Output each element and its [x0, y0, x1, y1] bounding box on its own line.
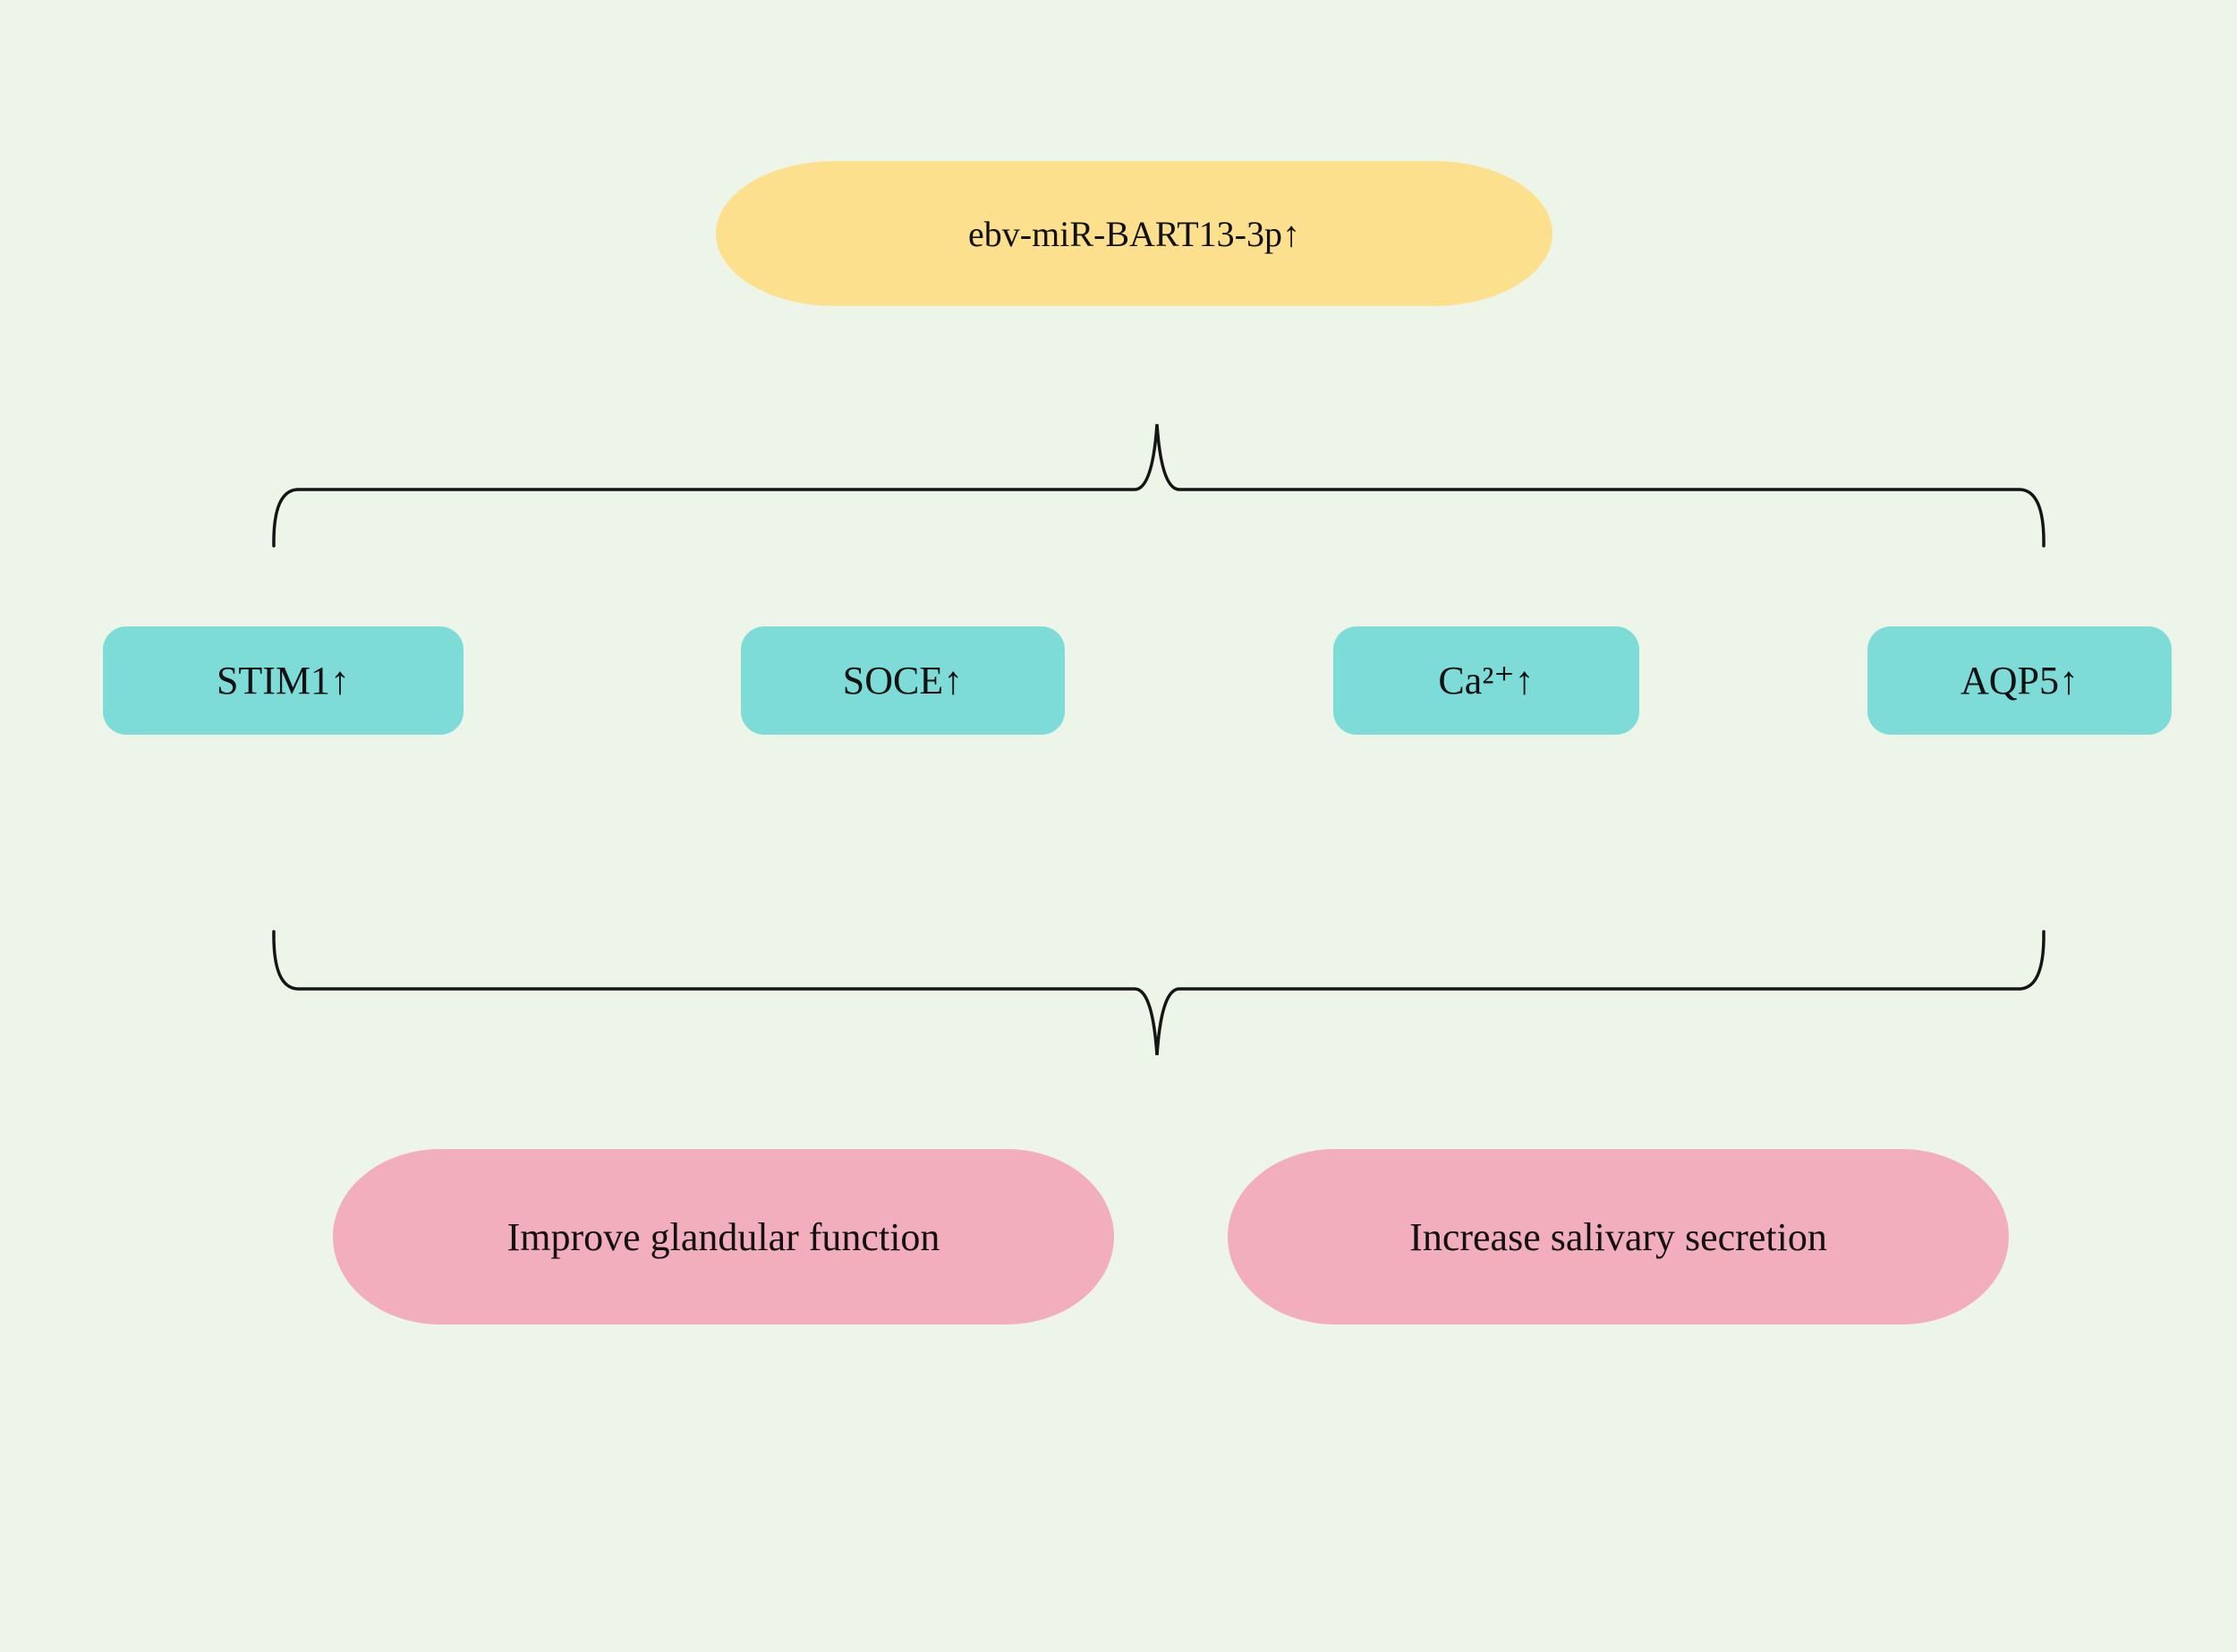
lower-brace: [272, 930, 2046, 1056]
mediator-node-stim1: STIM1↑: [103, 626, 464, 735]
mediator-node-soce-label: SOCE↑: [842, 659, 964, 703]
mediator-node-stim1-label: STIM1↑: [216, 659, 351, 703]
mediator-node-ca2: Ca²⁺↑: [1333, 626, 1639, 735]
outcome-node-salivary-secretion: Increase salivary secretion: [1228, 1149, 2009, 1324]
mediator-node-ca2-label: Ca²⁺↑: [1438, 659, 1535, 703]
mediator-node-soce: SOCE↑: [741, 626, 1065, 735]
root-node-label: ebv-miR-BART13-3p↑: [968, 213, 1300, 254]
outcome-node-glandular-function: Improve glandular function: [333, 1149, 1114, 1324]
outcome-node-glandular-function-label: Improve glandular function: [506, 1214, 940, 1259]
mediator-node-aqp5-label: AQP5↑: [1960, 659, 2080, 703]
upper-brace: [272, 423, 2046, 548]
outcome-node-salivary-secretion-label: Increase salivary secretion: [1409, 1214, 1827, 1259]
root-node: ebv-miR-BART13-3p↑: [716, 161, 1552, 306]
mediator-node-aqp5: AQP5↑: [1867, 626, 2172, 735]
